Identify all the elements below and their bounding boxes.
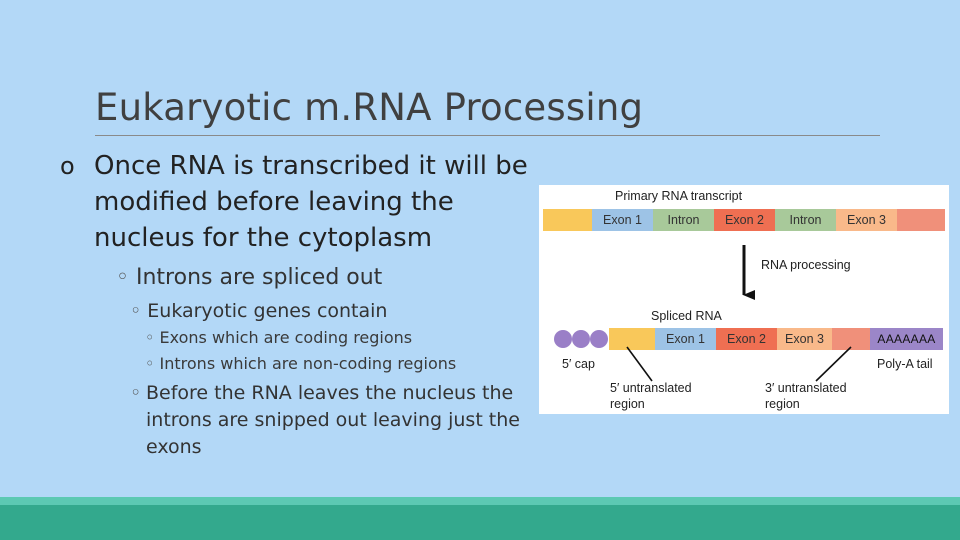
primary-exon2-segment	[714, 209, 775, 231]
utr5-label-line1: 5′ untranslated	[610, 381, 692, 395]
bullet-level1: o Once RNA is transcribed it will be mod…	[60, 148, 530, 256]
footer-band-light	[0, 497, 960, 505]
spliced-segment-label: Exon 3	[785, 332, 824, 346]
bullet-level3: ◦ Before the RNA leaves the nucleus the …	[130, 380, 530, 461]
primary-segment-label: Exon 2	[725, 213, 764, 227]
bullet-level1-text: Once RNA is transcribed it will be modif…	[94, 151, 528, 253]
primary-intron2-segment	[775, 209, 836, 231]
spliced-segment-label: Exon 1	[666, 332, 705, 346]
spliced-exon3-segment	[777, 328, 832, 350]
utr5-label-line2: region	[610, 397, 645, 411]
utr5-pointer-line	[626, 346, 653, 382]
bullet-level3-text: Before the RNA leaves the nucleus the in…	[146, 382, 520, 458]
spliced-utr3-segment	[832, 328, 870, 350]
utr3-label-line1: 3′ untranslated	[765, 381, 847, 395]
primary-exon1-segment	[592, 209, 653, 231]
spliced-rna-title: Spliced RNA	[651, 309, 723, 323]
poly-a-segment	[870, 328, 943, 350]
bullet-level4: ◦ Introns which are non-coding regions	[145, 351, 530, 377]
utr3-label-line2: region	[765, 397, 800, 411]
primary-utr3-segment	[897, 209, 945, 231]
poly-a-tail-label: Poly-A tail	[877, 357, 933, 371]
slide-title: Eukaryotic m.RNA Processing	[95, 86, 644, 129]
bullet-level4-text: Exons which are coding regions	[159, 328, 413, 347]
diagram-canvas: Primary RNA transcript Exon 1 Intron Exo…	[543, 189, 945, 411]
spliced-utr5-segment	[609, 328, 655, 350]
utr3-pointer-line	[815, 346, 852, 382]
bullet-level4-text: Introns which are non-coding regions	[159, 354, 457, 373]
primary-utr5-segment	[543, 209, 592, 231]
cap-bead	[572, 330, 590, 348]
bullet-level3: ◦ Eukaryotic genes contain	[130, 297, 530, 325]
primary-segment-label: Exon 1	[603, 213, 642, 227]
primary-segment-label: Intron	[790, 213, 822, 227]
bullet-level2-text: Introns are spliced out	[135, 265, 383, 290]
spliced-exon1-segment	[655, 328, 716, 350]
title-divider	[95, 135, 880, 136]
mrna-processing-diagram: Primary RNA transcript Exon 1 Intron Exo…	[539, 185, 949, 414]
bullet-list: o Once RNA is transcribed it will be mod…	[60, 148, 530, 461]
bullet-marker: ◦	[116, 265, 129, 290]
spliced-segment-label: Exon 2	[727, 332, 766, 346]
cap-bead	[554, 330, 572, 348]
bullet-marker: ◦	[145, 354, 155, 373]
bullet-marker: ◦	[130, 300, 142, 322]
bullet-level3-text: Eukaryotic genes contain	[147, 300, 388, 322]
bullet-marker: o	[60, 152, 75, 180]
bullet-marker: ◦	[130, 382, 142, 404]
bullet-level4: ◦ Exons which are coding regions	[145, 325, 530, 351]
bullet-level2: ◦ Introns are spliced out	[116, 263, 530, 293]
primary-transcript-title: Primary RNA transcript	[615, 189, 743, 203]
primary-segment-label: Intron	[668, 213, 700, 227]
primary-segment-label: Exon 3	[847, 213, 886, 227]
cap-label: 5′ cap	[562, 357, 595, 371]
cap-bead	[590, 330, 608, 348]
primary-intron1-segment	[653, 209, 714, 231]
footer-band-dark	[0, 505, 960, 540]
poly-a-sequence: AAAAAAA	[877, 332, 935, 346]
bullet-marker: ◦	[145, 328, 155, 347]
spliced-exon2-segment	[716, 328, 777, 350]
primary-exon3-segment	[836, 209, 897, 231]
processing-label: RNA processing	[761, 258, 851, 272]
